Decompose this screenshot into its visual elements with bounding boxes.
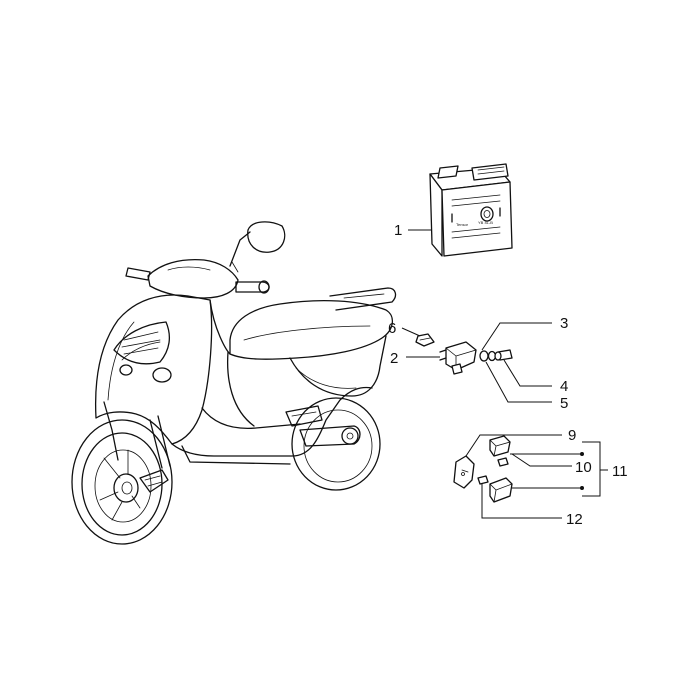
callout-3: 3 <box>560 315 568 332</box>
relay-part <box>439 341 477 375</box>
battery: Tensor YB 4L-B <box>429 163 513 257</box>
scooter-illustration <box>71 221 397 545</box>
washer-and-screw <box>479 349 513 362</box>
leader-lines <box>401 229 608 519</box>
clip-part <box>415 333 435 347</box>
callout-2: 2 <box>390 350 398 367</box>
callout-9: 9 <box>568 427 576 444</box>
callout-4: 4 <box>560 378 568 395</box>
rear-wheel <box>291 397 381 491</box>
callout-6: 6 <box>388 320 396 337</box>
front-wheel <box>71 419 173 545</box>
callout-5: 5 <box>560 395 568 412</box>
callout-10: 10 <box>575 459 592 476</box>
callout-1: 1 <box>394 222 402 239</box>
callout-labels: 1 6 2 3 4 5 9 10 11 12 <box>388 222 628 528</box>
battery-model: YB 4L-B <box>478 220 493 225</box>
battery-brand: Tensor <box>456 222 469 227</box>
callout-12: 12 <box>566 511 583 528</box>
callout-11: 11 <box>612 463 628 480</box>
fuse-holder-group <box>453 435 513 503</box>
